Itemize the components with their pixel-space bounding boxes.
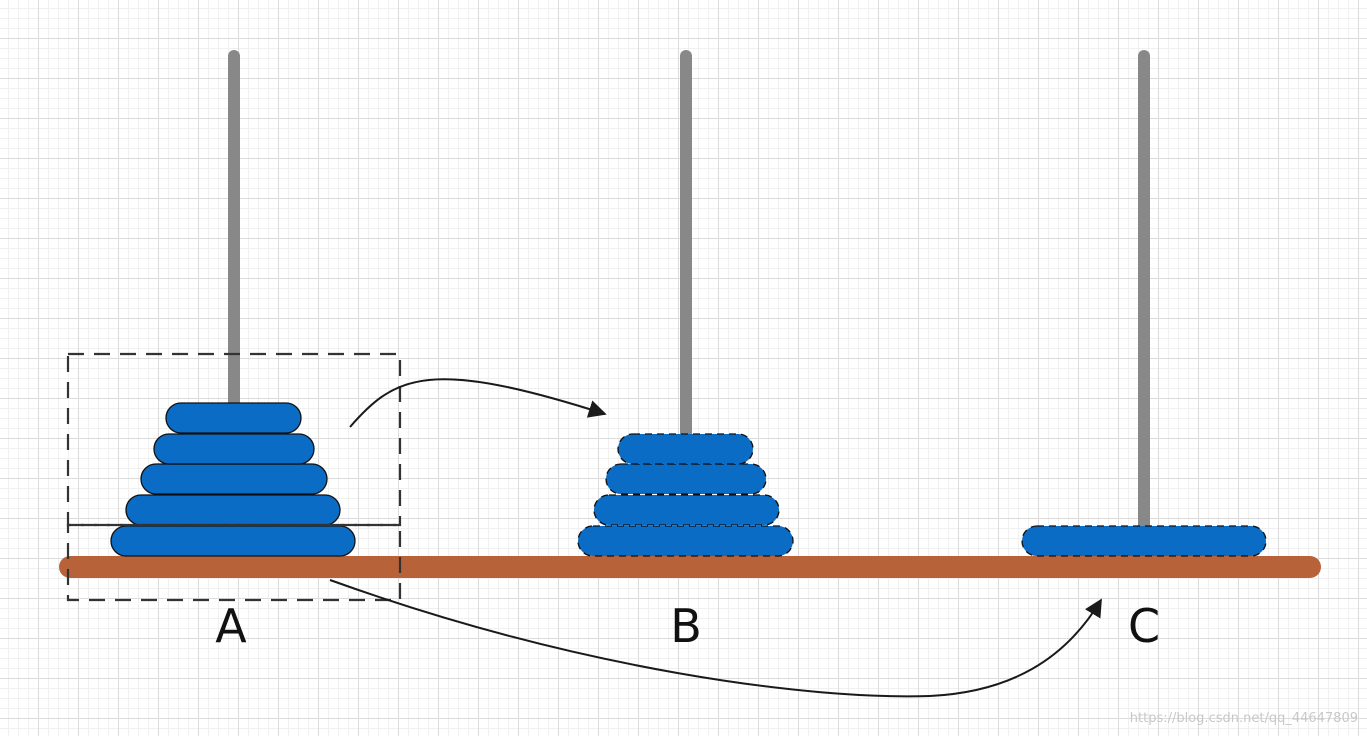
disk-b-2[interactable] bbox=[606, 464, 766, 494]
peg-c-disks bbox=[1022, 526, 1266, 556]
peg-label-c: C bbox=[1128, 599, 1160, 653]
peg-label-b: B bbox=[670, 599, 702, 653]
disk-c-1[interactable] bbox=[1022, 526, 1266, 556]
arrow-a-to-b bbox=[350, 379, 605, 427]
peg-b-disks bbox=[578, 434, 793, 556]
disk-a-4[interactable] bbox=[126, 495, 340, 525]
disk-b-4[interactable] bbox=[578, 526, 793, 556]
peg-a-disks bbox=[111, 403, 355, 556]
disk-a-3[interactable] bbox=[141, 464, 327, 494]
peg-label-a: A bbox=[215, 599, 247, 653]
disk-b-3[interactable] bbox=[594, 495, 779, 525]
disk-a-1[interactable] bbox=[166, 403, 301, 433]
disk-a-2[interactable] bbox=[154, 434, 314, 464]
disk-b-1[interactable] bbox=[618, 434, 753, 464]
arrow-a-to-c bbox=[330, 580, 1101, 696]
disk-a-5[interactable] bbox=[111, 526, 355, 556]
watermark-text: https://blog.csdn.net/qq_44647809 bbox=[1130, 711, 1358, 726]
